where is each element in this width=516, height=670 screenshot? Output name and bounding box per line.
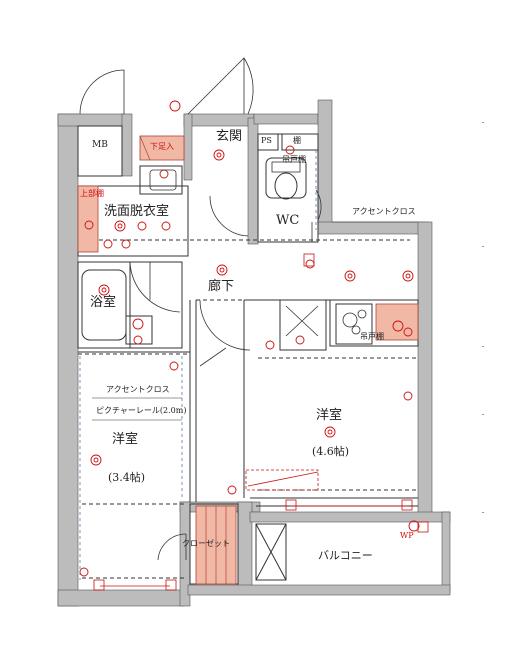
- ps-label: PS: [261, 136, 272, 145]
- leader-lines: [92, 221, 418, 421]
- yoshitsu-right-label: 洋室: [316, 408, 343, 423]
- margin-tick: [482, 512, 484, 513]
- picture-rail-label: ピクチャーレール(2.0m): [96, 406, 187, 415]
- wc-label: WC: [276, 213, 300, 228]
- yoshitsu-right-size: (4.6帖): [312, 445, 350, 458]
- toilet-details: [149, 161, 301, 191]
- blue-dashed-lines: [79, 150, 317, 580]
- balcony-label: バルコニー: [318, 549, 373, 562]
- margin-tick: [482, 246, 484, 247]
- closet-label: クローゼット: [182, 539, 230, 548]
- kitchen-counter: [285, 305, 367, 337]
- getabako-label: 下足入: [150, 142, 174, 151]
- yokushitsu-label: 浴室: [90, 295, 117, 310]
- jotodana-label: 上部棚: [80, 189, 104, 198]
- margin-tick: [482, 346, 484, 347]
- electrical-symbols: [79, 100, 420, 577]
- genkan-label: 玄関: [216, 129, 243, 144]
- kitchen-tsuritodana-label: 吊戸棚: [360, 332, 384, 341]
- doors: [79, 57, 322, 561]
- red-small-marks: [93, 253, 429, 591]
- roka-label: 廊下: [208, 279, 235, 294]
- margin-tick: [482, 122, 484, 123]
- mb-label: MB: [92, 140, 108, 150]
- margin-tick: [482, 414, 484, 415]
- yoshitsu-left-label: 洋室: [112, 432, 139, 447]
- storage-lines: [139, 135, 227, 584]
- accent-cross-left-label: アクセントクロス: [106, 385, 170, 394]
- senmen-label: 洗面脱衣室: [104, 204, 170, 219]
- dashed-lines: [78, 239, 418, 579]
- walls: [57, 99, 451, 607]
- tana-label: 棚: [293, 136, 301, 145]
- wc-tsuritodana-label: 吊戸棚: [282, 155, 306, 164]
- yoshitsu-left-size: (3.4帖): [108, 471, 146, 484]
- wp-label: WP: [400, 531, 414, 540]
- accent-cross-top-label: アクセントクロス: [352, 207, 416, 216]
